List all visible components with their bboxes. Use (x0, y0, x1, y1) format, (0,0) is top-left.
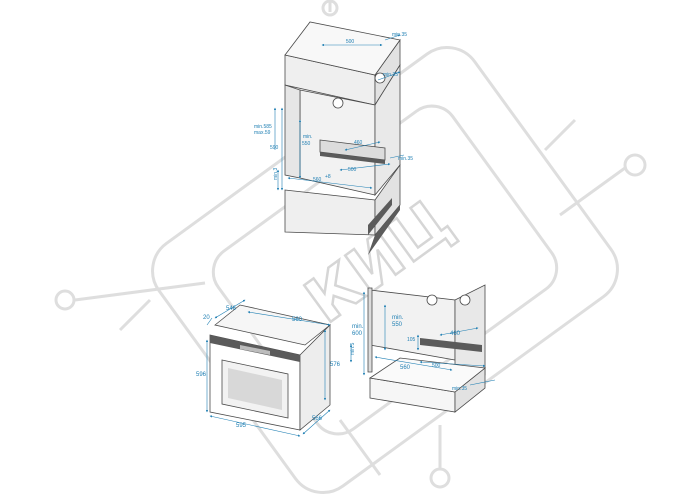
tall-cabinet-shelf-front (320, 152, 385, 164)
tall-cabinet-niche-left (284, 84, 301, 179)
dim-line-shelf-depth (344, 141, 381, 151)
label-under-inner-min-2: 550 (392, 322, 403, 328)
watermark-node-top (321, 0, 339, 17)
label-right-gap: min.35 (383, 72, 398, 78)
tall-cabinet-plinth-dark (368, 205, 400, 255)
watermark-line-bottom2 (338, 419, 382, 476)
watermark-tick-left (118, 298, 152, 332)
under-counter-dimensions (349, 291, 496, 386)
watermark-tick-right (543, 118, 577, 152)
watermark-node-left (54, 289, 76, 311)
label-oven-body-height: 576 (330, 362, 341, 368)
label-oven-height: 596 (196, 372, 207, 378)
watermark-line-left (74, 281, 206, 302)
label-side-min: min.3 (273, 168, 279, 180)
oven-glass-dark (228, 368, 282, 410)
dim-line-under-right-gap (469, 379, 496, 386)
dim-line-floor-gap (389, 154, 405, 159)
tall-cabinet-base-front (284, 189, 376, 236)
label-inner-min-2: 550 (302, 141, 311, 147)
dim-line-oven-body-depth (302, 409, 331, 435)
watermark-line-right (559, 166, 626, 217)
under-cabinet-back (369, 289, 456, 361)
label-oven-front-offset: 20 (203, 315, 210, 321)
label-inner-min-1: min. (303, 134, 312, 140)
oven-dimensions (205, 299, 331, 437)
tall-cabinet (284, 21, 401, 255)
label-height: 590 (270, 145, 279, 151)
watermark-node-bottom (429, 467, 451, 489)
dim-line-oven-body-width (247, 311, 331, 326)
label-height-range-1: min.585 (254, 124, 272, 130)
under-cabinet-vent-right (459, 294, 471, 306)
dim-line-right-gap (377, 71, 401, 81)
dim-line-top-gap (384, 34, 401, 41)
oven (209, 304, 331, 431)
label-floor-gap: min.35 (398, 156, 413, 162)
oven-display (240, 345, 270, 355)
label-under-min-height-1: min. (352, 324, 364, 330)
vent-hole-left (332, 97, 344, 109)
label-opening-width-sup: +8 (325, 174, 331, 180)
label-shelf-depth: 460 (354, 140, 363, 146)
dim-line-under-opening-width (374, 356, 453, 371)
tall-cabinet-plinth-dark-2 (368, 198, 392, 235)
tall-cabinet-top-lid (284, 21, 401, 76)
dim-line-opening-width (287, 177, 373, 189)
dim-line-shelf-front (339, 163, 391, 171)
label-opening-width: 560 (313, 177, 322, 183)
label-top-gap: min.35 (392, 32, 407, 38)
label-oven-width: 595 (236, 423, 247, 429)
under-counter-cabinet (367, 284, 486, 413)
tall-cabinet-dimensions (273, 34, 405, 191)
dim-line-oven-depth (214, 299, 246, 319)
vent-hole-right (374, 72, 386, 84)
label-under-opening-width: 560 (400, 365, 411, 371)
label-under-right-gap: min.35 (452, 386, 467, 392)
label-shelf-front: 500 (348, 167, 357, 173)
label-oven-body-width: 560 (292, 317, 303, 323)
dim-line-oven-width (209, 415, 301, 437)
label-oven-depth: 546 (226, 306, 237, 312)
label-oven-body-depth: 566 (312, 416, 323, 422)
label-under-rail: 105 (407, 337, 416, 343)
label-top-width: 500 (346, 39, 355, 45)
label-under-shelf-depth: 460 (450, 331, 461, 337)
label-under-min-height-2: 600 (352, 331, 363, 337)
dim-line-oven-front-offset (206, 317, 213, 326)
oven-side (299, 324, 331, 431)
dim-line-under-shelf-depth (439, 327, 479, 336)
label-under-inner-min-1: min. (392, 315, 404, 321)
under-cabinet-vent-left (426, 294, 438, 306)
dim-line-under-shelf-front (419, 360, 486, 368)
under-cabinet-left-wall (367, 287, 373, 373)
label-under-side-gap: min.5 (350, 343, 356, 355)
label-height-range-2: max.59 (254, 130, 271, 136)
under-cabinet-shelf (420, 338, 482, 352)
watermark-node-right (623, 153, 647, 177)
label-under-shelf-front: 500 (432, 363, 441, 369)
